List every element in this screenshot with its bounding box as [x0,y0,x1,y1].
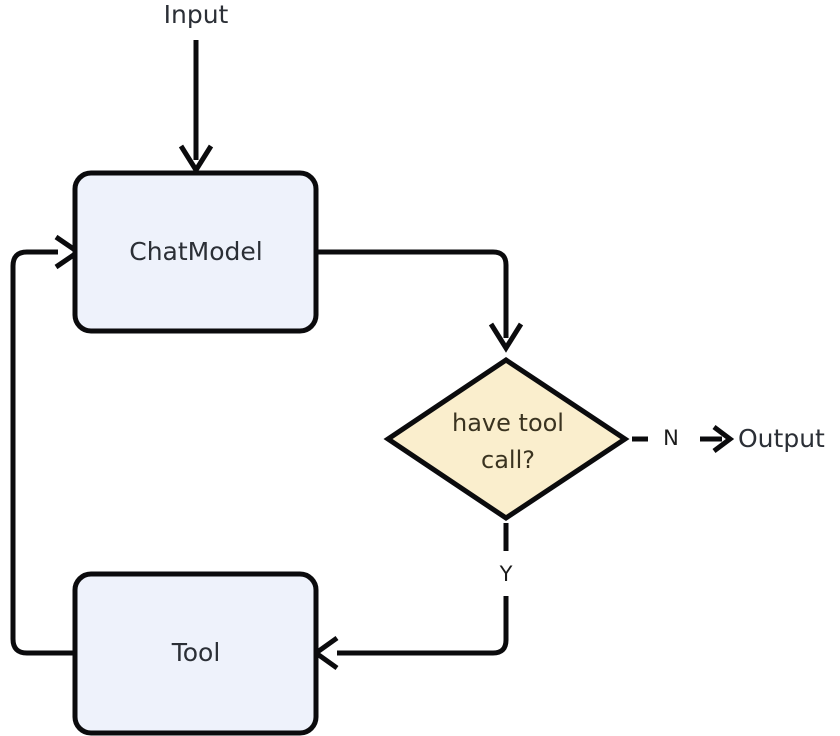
node-chatmodel-label: ChatModel [129,237,262,266]
edge-label-no: N [663,426,679,450]
edge-input-to-chatmodel [178,40,214,175]
edge-chatmodel-to-decision-line [318,249,509,338]
edge-chatmodel-to-decision-arrowhead [488,322,524,353]
edge-decision-no-to-output: N [632,425,735,453]
node-output-label: Output [738,424,825,453]
edge-chatmodel-to-decision [318,249,524,353]
node-decision-shape[interactable] [383,356,630,522]
edge-decision-yes-to-tool: Y [311,523,513,671]
node-input-label: Input [164,0,229,29]
node-chatmodel-shape[interactable] [72,170,319,334]
edge-decision-yes-to-tool-arrowhead [311,635,339,671]
edge-decision-no-to-output-arrowhead [712,425,735,453]
node-tool[interactable]: Tool [72,571,319,736]
node-decision-label-line2: call? [481,446,535,474]
node-decision-label-line1: have tool [452,409,564,437]
node-tool-label: Tool [171,638,221,667]
edge-tool-to-chatmodel [10,234,83,656]
edge-label-yes: Y [499,562,513,586]
edge-decision-yes-to-tool-line [337,596,509,656]
node-tool-shape[interactable] [72,571,319,736]
node-decision[interactable]: have tool call? [383,356,630,522]
edge-tool-to-chatmodel-line [10,249,75,656]
node-chatmodel[interactable]: ChatModel [72,170,319,334]
edge-input-to-chatmodel-arrowhead [178,144,214,175]
